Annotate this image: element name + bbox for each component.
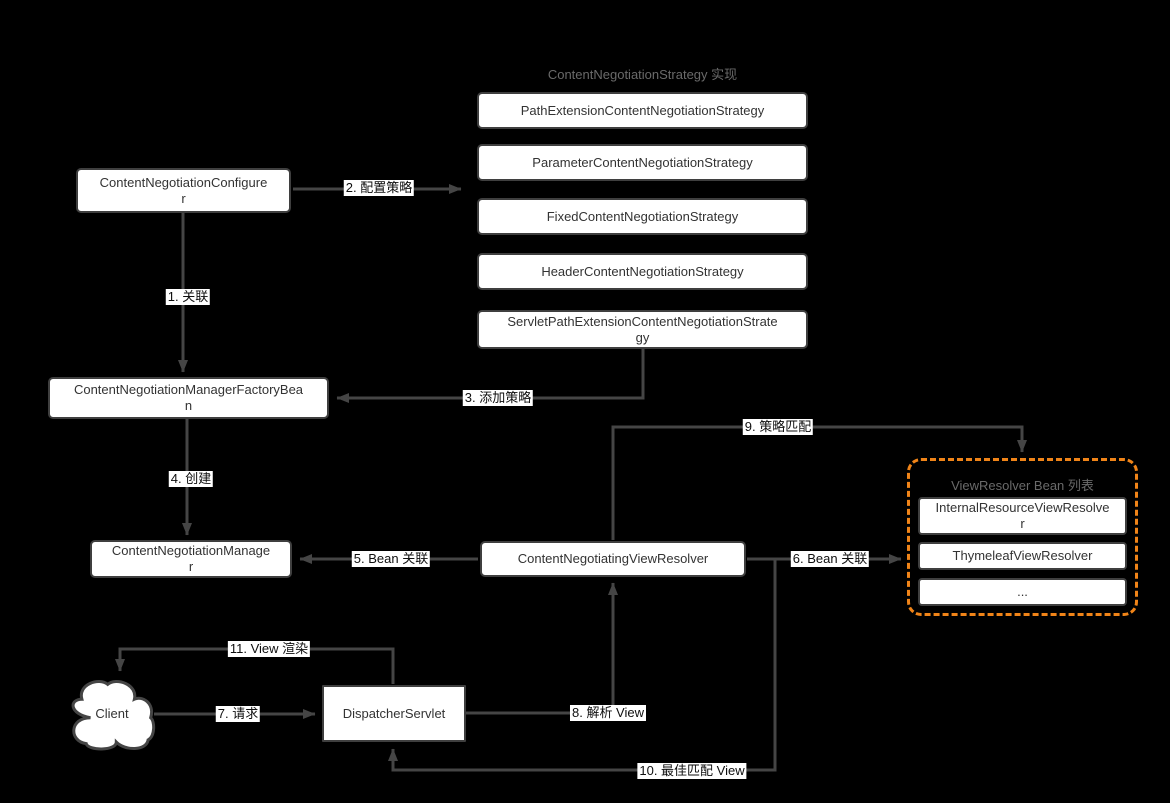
node-content-negotiating-view-resolver: ContentNegotiatingViewResolver: [480, 541, 746, 577]
node-label: ContentNegotiationManager: [111, 543, 271, 574]
node-label: ContentNegotiatingViewResolver: [517, 551, 709, 566]
node-label: PathExtensionContentNegotiationStrategy: [520, 102, 765, 118]
node-dispatcher-servlet: DispatcherServlet: [322, 685, 466, 742]
node-label: ...: [1017, 584, 1028, 599]
node-label: ServletPathExtensionContentNegotiationSt…: [507, 313, 778, 345]
edge-label-2-configure-strategy: 2. 配置策略: [343, 180, 415, 196]
node-label: DispatcherServlet: [342, 705, 446, 721]
edge-3-add-strategy-line: [336, 349, 645, 403]
edge-label-10-best-match-view: 10. 最佳匹配 View: [637, 763, 747, 779]
node-label: ContentNegotiationManagerFactoryBean: [73, 382, 304, 413]
node-servlet-path-extension-strategy: ServletPathExtensionContentNegotiationSt…: [477, 310, 808, 349]
edge-label-11-view-render: 11. View 渲染: [227, 641, 311, 657]
view-resolver-group: [907, 458, 1138, 616]
node-label: HeaderContentNegotiationStrategy: [541, 263, 744, 279]
edge-label-1-associate: 1. 关联: [165, 289, 211, 305]
node-content-negotiation-configurer: ContentNegotiationConfigurer: [76, 168, 291, 213]
edge-label-4-create: 4. 创建: [168, 471, 214, 487]
edge-label-8-resolve-view: 8. 解析 View: [569, 705, 647, 721]
edge-label-9-strategy-match: 9. 策略匹配: [742, 419, 814, 435]
node-label: ParameterContentNegotiationStrategy: [532, 154, 753, 170]
edge-10-best-match-view-line: [388, 559, 777, 772]
strategy-group-title: ContentNegotiationStrategy 实现: [547, 67, 738, 82]
edge-8-resolve-view-line: [466, 582, 618, 715]
edge-label-5-bean-associate: 5. Bean 关联: [351, 551, 431, 567]
node-parameter-strategy: ParameterContentNegotiationStrategy: [477, 144, 808, 181]
node-content-negotiation-manager: ContentNegotiationManager: [90, 540, 292, 578]
node-label: ContentNegotiationConfigurer: [99, 174, 268, 206]
node-label: ThymeleafViewResolver: [952, 548, 1093, 563]
edge-label-7-request: 7. 请求: [215, 706, 261, 722]
view-resolver-group-title: ViewResolver Bean 列表: [951, 478, 1094, 493]
client-cloud-shape: [71, 680, 156, 751]
node-label: FixedContentNegotiationStrategy: [546, 208, 739, 224]
node-label: InternalResourceViewResolver: [935, 500, 1110, 531]
node-internal-resource-view-resolver: InternalResourceViewResolver: [918, 497, 1127, 535]
edge-label-3-add-strategy: 3. 添加策略: [462, 390, 534, 406]
node-more-view-resolvers: ...: [918, 578, 1127, 606]
edge-label-6-bean-associate: 6. Bean 关联: [790, 551, 870, 567]
node-manager-factory-bean: ContentNegotiationManagerFactoryBean: [48, 377, 329, 419]
node-path-extension-strategy: PathExtensionContentNegotiationStrategy: [477, 92, 808, 129]
node-thymeleaf-view-resolver: ThymeleafViewResolver: [918, 542, 1127, 570]
node-fixed-strategy: FixedContentNegotiationStrategy: [477, 198, 808, 235]
node-header-strategy: HeaderContentNegotiationStrategy: [477, 253, 808, 290]
edge-9-strategy-match-line: [611, 425, 1027, 540]
node-client-label: Client: [95, 706, 129, 721]
